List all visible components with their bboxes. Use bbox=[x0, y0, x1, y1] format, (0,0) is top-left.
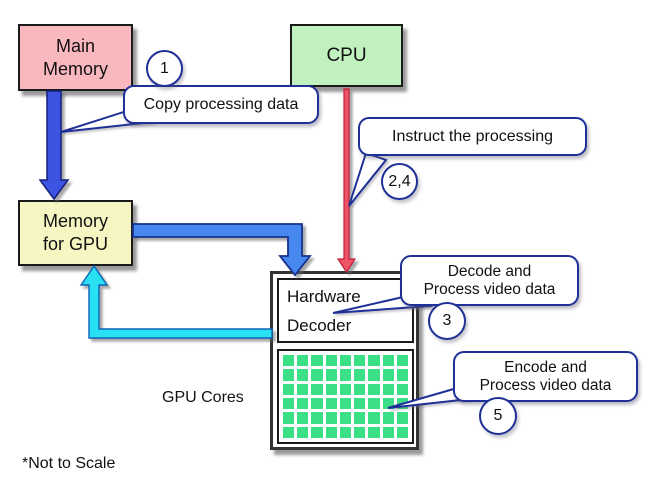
gpu-core-cell bbox=[297, 397, 309, 410]
gpu-core-cell bbox=[368, 412, 380, 424]
gpu-memory-box: Memory for GPU bbox=[18, 200, 133, 266]
callout-instruct-processing: Instruct the processing bbox=[358, 117, 587, 156]
gpu-core-cell bbox=[368, 355, 380, 367]
gpu-core-cell bbox=[368, 369, 380, 381]
gpu-core-cell bbox=[354, 383, 366, 395]
gpu-core-cell bbox=[382, 397, 394, 410]
not-to-scale-note: *Not to Scale bbox=[22, 455, 116, 472]
gpu-core-cell bbox=[339, 369, 352, 381]
gpu-core-cell bbox=[339, 397, 352, 410]
gpu-core-cell bbox=[354, 369, 366, 381]
hardware-decoder-label-line1: Hardware bbox=[287, 287, 361, 306]
gpu-core-cell bbox=[368, 383, 380, 395]
gpu-core-cell bbox=[354, 412, 366, 424]
arrow-cpu-to-decoder bbox=[336, 88, 357, 274]
step-badge-5-text: 5 bbox=[493, 407, 503, 424]
callout-decode-process: Decode and Process video data bbox=[400, 255, 579, 306]
gpu-core-cell bbox=[311, 369, 323, 381]
step-badge-2-4-text: 2,4 bbox=[388, 172, 411, 190]
hardware-decoder-box: Hardware Decoder bbox=[277, 278, 414, 343]
gpu-core-cell bbox=[325, 397, 337, 410]
arrow-gpu-memory-to-decoder bbox=[132, 223, 312, 277]
step-badge-1-text: 1 bbox=[160, 59, 169, 77]
gpu-core-cell bbox=[396, 369, 408, 381]
gpu-core-cell bbox=[311, 355, 323, 367]
callout-decode-line1: Decode and bbox=[447, 262, 532, 280]
step-badge-3-text: 3 bbox=[442, 312, 452, 329]
gpu-core-cell bbox=[325, 426, 337, 438]
callout-copy-text: Copy processing data bbox=[143, 95, 299, 113]
callout-encode-process: Encode and Process video data bbox=[453, 351, 638, 402]
gpu-core-cell bbox=[297, 355, 309, 367]
gpu-core-cell bbox=[325, 355, 337, 367]
callout-decode-line2: Process video data bbox=[423, 280, 556, 298]
gpu-core-cell bbox=[339, 355, 352, 367]
gpu-core-cell bbox=[368, 426, 380, 438]
gpu-cores-grid bbox=[277, 349, 414, 444]
gpu-core-cell bbox=[311, 383, 323, 395]
callout-encode-line1: Encode and bbox=[504, 358, 587, 376]
gpu-core-cell bbox=[325, 412, 337, 424]
gpu-memory-label-line1: Memory bbox=[42, 211, 108, 231]
gpu-core-cell bbox=[396, 355, 408, 367]
gpu-core-cell bbox=[382, 412, 394, 424]
gpu-core-cell bbox=[297, 426, 309, 438]
gpu-core-cell bbox=[283, 355, 295, 367]
gpu-core-cell bbox=[339, 412, 352, 424]
callout-copy-processing-data: Copy processing data bbox=[123, 85, 319, 124]
gpu-core-cell bbox=[325, 383, 337, 395]
gpu-core-cell bbox=[283, 369, 295, 381]
step-badge-1: 1 bbox=[146, 50, 183, 87]
main-memory-label-line2: Memory bbox=[42, 58, 108, 79]
gpu-core-cell bbox=[311, 412, 323, 424]
gpu-core-cell bbox=[396, 426, 408, 438]
gpu-core-cell bbox=[382, 426, 394, 438]
cpu-box: CPU bbox=[290, 24, 403, 87]
step-badge-5: 5 bbox=[479, 397, 517, 435]
gpu-core-cell bbox=[339, 426, 352, 438]
main-memory-label-line1: Main bbox=[55, 35, 95, 56]
arrow-main-memory-to-gpu-memory bbox=[38, 90, 70, 201]
gpu-core-cell bbox=[297, 412, 309, 424]
gpu-core-cell bbox=[311, 426, 323, 438]
callout-encode-line2: Process video data bbox=[479, 376, 612, 394]
gpu-core-cell bbox=[297, 369, 309, 381]
step-badge-2-4: 2,4 bbox=[381, 163, 418, 200]
arrow-decoder-to-gpu-memory bbox=[79, 264, 273, 339]
gpu-core-cell bbox=[396, 383, 408, 395]
gpu-memory-label-line2: for GPU bbox=[42, 234, 108, 254]
cpu-label: CPU bbox=[326, 45, 367, 66]
gpu-core-cell bbox=[339, 383, 352, 395]
gpu-core-cell bbox=[396, 397, 408, 410]
gpu-unit-box: Hardware Decoder bbox=[270, 271, 419, 450]
gpu-core-cell bbox=[382, 369, 394, 381]
gpu-core-cell bbox=[311, 397, 323, 410]
gpu-core-cell bbox=[354, 397, 366, 410]
callout-instruct-text: Instruct the processing bbox=[392, 127, 553, 145]
gpu-core-cell bbox=[396, 412, 408, 424]
gpu-core-cell bbox=[368, 397, 380, 410]
gpu-core-cell bbox=[382, 383, 394, 395]
hardware-decoder-label-line2: Decoder bbox=[287, 316, 352, 335]
gpu-core-cell bbox=[283, 383, 295, 395]
gpu-core-cell bbox=[354, 355, 366, 367]
gpu-core-cell bbox=[382, 355, 394, 367]
gpu-cores-label: GPU Cores bbox=[162, 389, 244, 406]
gpu-core-cell bbox=[297, 383, 309, 395]
gpu-core-cell bbox=[283, 426, 295, 438]
step-badge-3: 3 bbox=[428, 302, 466, 340]
gpu-core-cell bbox=[283, 397, 295, 410]
gpu-core-cell bbox=[283, 412, 295, 424]
gpu-core-cell bbox=[325, 369, 337, 381]
gpu-core-cell bbox=[354, 426, 366, 438]
main-memory-box: Main Memory bbox=[18, 24, 133, 91]
